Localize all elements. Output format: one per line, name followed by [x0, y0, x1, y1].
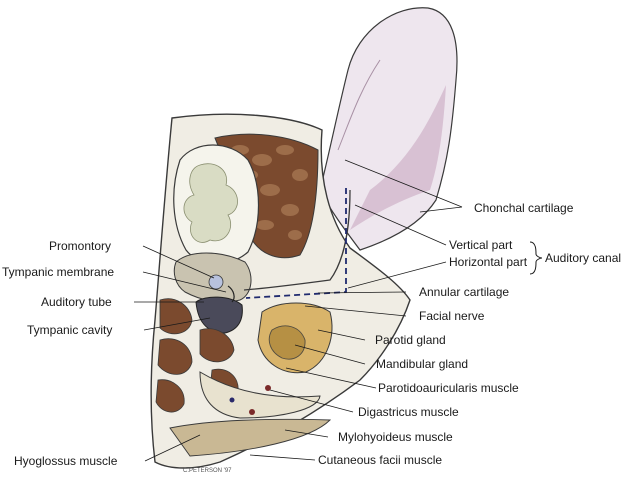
- label-mandibular-gland: Mandibular gland: [376, 357, 468, 371]
- label-parotidoauricularis: Parotidoauricularis muscle: [378, 381, 519, 395]
- label-tympanic-membrane: Tympanic membrane: [2, 265, 114, 279]
- label-hyoglossus: Hyoglossus muscle: [14, 454, 118, 468]
- label-tympanic-cavity: Tympanic cavity: [27, 323, 112, 337]
- promontory-shape: [208, 274, 224, 290]
- label-vertical-part: Vertical part: [449, 238, 513, 252]
- artist-signature: C.PETERSON '97: [183, 468, 232, 474]
- mandibular-gland-shape: [268, 325, 306, 360]
- label-parotid-gland: Parotid gland: [375, 333, 446, 347]
- label-auditory-tube: Auditory tube: [41, 295, 112, 309]
- label-promontory: Promontory: [49, 239, 111, 253]
- label-mylohyoideus: Mylohyoideus muscle: [338, 430, 453, 444]
- label-chonchal-cartilage: Chonchal cartilage: [474, 201, 574, 215]
- vessel-1: [249, 409, 255, 415]
- label-horizontal-part: Horizontal part: [449, 255, 528, 269]
- auditory-canal-wall: [243, 189, 351, 291]
- ossicle-detail: [227, 285, 235, 303]
- vessel-2: [265, 385, 271, 391]
- mandible-bone: [199, 371, 321, 419]
- pinna-inner-fold: [337, 59, 381, 151]
- mylohyoideus-band: [169, 418, 332, 457]
- label-cutaneous-facii: Cutaneous facii muscle: [318, 453, 442, 467]
- pinna-shading: [350, 85, 446, 230]
- auditory-canal-brace: [529, 241, 543, 275]
- auditory-canal-dashed: [245, 188, 347, 299]
- label-auditory-canal: Auditory canal: [545, 251, 621, 265]
- label-annular-cartilage: Annular cartilage: [419, 285, 509, 299]
- leader-lines: [134, 159, 463, 462]
- label-facial-nerve: Facial nerve: [419, 309, 485, 323]
- vessel-3: [229, 397, 235, 403]
- label-digastricus: Digastricus muscle: [358, 405, 459, 419]
- brain-gyri: [183, 163, 238, 243]
- tympanic-cavity-shape: [195, 296, 243, 334]
